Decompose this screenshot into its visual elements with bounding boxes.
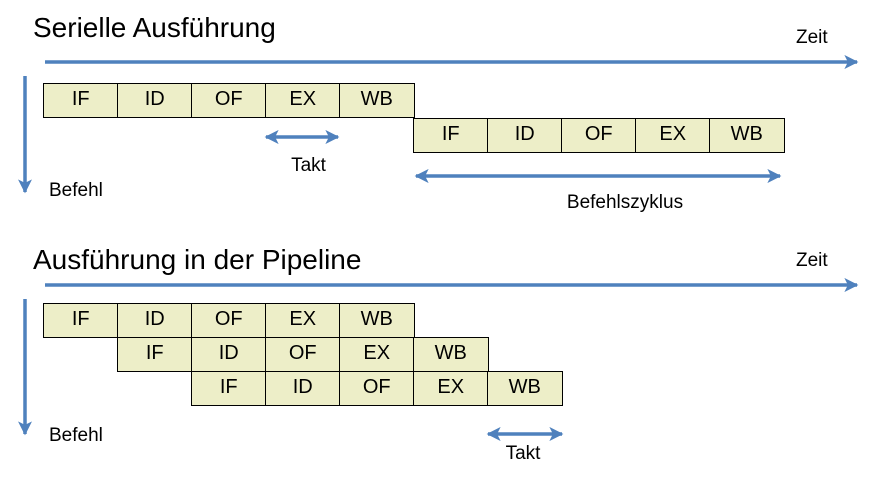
stage-cell: EX xyxy=(635,117,711,153)
pipeline-time-label: Zeit xyxy=(796,250,828,271)
stage-cell: EX xyxy=(265,303,341,338)
stage-cell: WB xyxy=(413,337,489,372)
stage-cell: OF xyxy=(339,371,415,406)
stage-cell: EX xyxy=(339,337,415,372)
serial-instruction-2-row: IF ID OF EX WB xyxy=(413,117,785,153)
stage-cell: WB xyxy=(487,371,563,406)
stage-cell: OF xyxy=(561,117,637,153)
stage-cell: ID xyxy=(265,371,341,406)
stage-cell: ID xyxy=(117,303,193,338)
serial-instruction-axis-label: Befehl xyxy=(49,180,103,201)
pipeline-section-title: Ausführung in der Pipeline xyxy=(33,244,362,275)
stage-cell: EX xyxy=(265,83,341,118)
stage-cell: OF xyxy=(191,83,267,118)
stage-cell: OF xyxy=(265,337,341,372)
stage-cell: ID xyxy=(191,337,267,372)
stage-cell: OF xyxy=(191,303,267,338)
stage-cell: EX xyxy=(413,371,489,406)
stage-cell: WB xyxy=(709,117,785,153)
stage-cell: IF xyxy=(43,83,119,118)
pipeline-clock-label: Takt xyxy=(505,443,541,464)
pipeline-instruction-axis-label: Befehl xyxy=(49,425,103,446)
serial-cycle-label: Befehlszyklus xyxy=(566,192,684,213)
stage-cell: ID xyxy=(487,117,563,153)
pipeline-instruction-3-row: IF ID OF EX WB xyxy=(191,371,563,406)
serial-clock-label: Takt xyxy=(291,155,326,176)
stage-cell: IF xyxy=(413,117,489,153)
stage-cell: WB xyxy=(339,83,415,118)
stage-cell: IF xyxy=(191,371,267,406)
serial-section-title: Serielle Ausführung xyxy=(33,12,276,43)
pipeline-instruction-2-row: IF ID OF EX WB xyxy=(117,337,489,372)
serial-time-label: Zeit xyxy=(796,27,828,48)
stage-cell: WB xyxy=(339,303,415,338)
serial-instruction-1-row: IF ID OF EX WB xyxy=(43,83,415,118)
pipeline-instruction-1-row: IF ID OF EX WB xyxy=(43,303,415,338)
stage-cell: IF xyxy=(43,303,119,338)
stage-cell: IF xyxy=(117,337,193,372)
stage-cell: ID xyxy=(117,83,193,118)
